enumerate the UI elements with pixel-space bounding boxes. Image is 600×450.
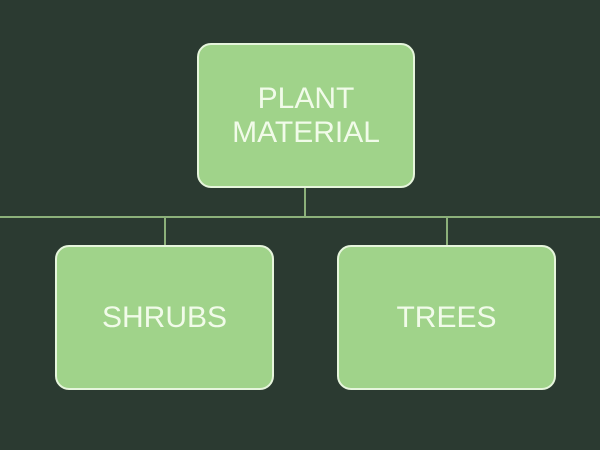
node-shrubs: SHRUBS: [55, 245, 274, 390]
node-label: PLANT MATERIAL: [232, 81, 380, 149]
node-trees: TREES: [337, 245, 556, 390]
node-plant-material: PLANT MATERIAL: [197, 43, 415, 188]
connector-horizontal: [0, 216, 600, 218]
connector-left-down: [164, 217, 166, 246]
node-label: SHRUBS: [101, 300, 228, 334]
connector-right-down: [446, 217, 448, 246]
node-label: TREES: [396, 300, 497, 334]
connector-root-down: [304, 187, 306, 218]
